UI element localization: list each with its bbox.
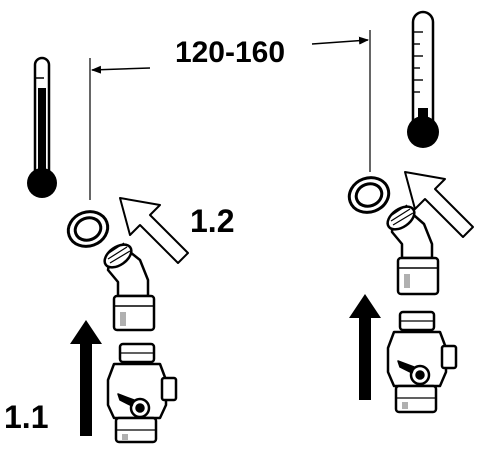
step-label-1-1: 1.1 — [4, 399, 48, 435]
ball-valve-icon-left — [106, 342, 178, 444]
dimension-line: 120-160 — [89, 30, 371, 200]
dimension-arrow-left — [91, 65, 151, 74]
dimension-label: 120-160 — [175, 36, 285, 69]
arrow-diagonal-icon-left — [119, 197, 189, 264]
step-label-1-2: 1.2 — [190, 203, 234, 239]
seal-ring-icon-left — [66, 210, 110, 248]
thermometer-icon-left — [27, 56, 57, 198]
ball-valve-icon-right — [386, 310, 458, 414]
arrow-up-icon-right — [349, 294, 381, 400]
arrow-diagonal-icon-right — [404, 171, 474, 238]
seal-ring-icon-right — [347, 176, 391, 214]
dimension-arrow-right — [311, 36, 369, 45]
elbow-fitting-icon-left — [103, 242, 156, 332]
thermometer-icon-right — [407, 10, 439, 148]
arrow-up-icon-left — [70, 320, 102, 436]
elbow-fitting-icon-right — [386, 204, 440, 296]
